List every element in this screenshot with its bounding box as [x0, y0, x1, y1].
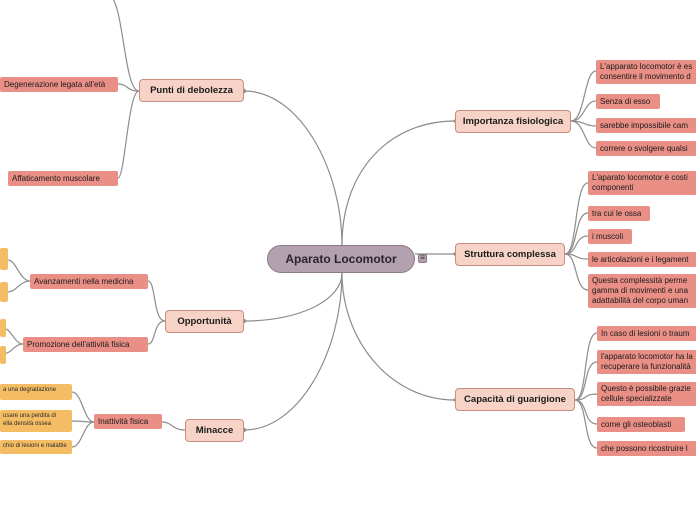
link-central-debolezza: [243, 90, 343, 246]
subtopic-importanza-1[interactable]: L'apparato locomotor è es consentire il …: [596, 60, 696, 84]
subtopic-text: componenti: [592, 183, 634, 192]
link-central-importanza: [341, 120, 456, 246]
subtopic-struttura-3[interactable]: i muscoli: [588, 229, 632, 244]
subtopic-debolezza-2[interactable]: Affaticamento muscolare: [8, 171, 118, 186]
subtopic-importanza-2[interactable]: Senza di esso: [596, 94, 660, 109]
subtopic-capacita-5[interactable]: che possono ricostruire l: [597, 441, 696, 456]
branch-capacita-di-guarigione[interactable]: Capacità di guarigione: [455, 388, 575, 411]
subtopic-capacita-1[interactable]: In caso di lesioni o traum: [597, 326, 696, 341]
menu-lines-icon[interactable]: ≡: [418, 254, 427, 263]
subtopic-importanza-3[interactable]: sarebbe impossibile cam: [596, 118, 696, 133]
leaf-text: ella densità ossea: [3, 420, 52, 427]
branch-opportunita[interactable]: Opportunità: [165, 310, 244, 333]
subtopic-text: Questo è possibile grazie: [601, 384, 691, 393]
subtopic-debolezza-1[interactable]: Degenerazione legata all'età: [0, 77, 118, 92]
subtopic-text: cellule specializzate: [601, 394, 672, 403]
subtopic-text: L'aparato locomotor è costi: [592, 173, 688, 182]
subtopic-capacita-4[interactable]: come gli osteoblasti: [597, 417, 685, 432]
leaf-minacce-1[interactable]: a una degradazione: [0, 384, 72, 400]
link-central-minacce: [243, 272, 343, 431]
subtopic-text: Questa complessità perme: [592, 276, 688, 285]
branch-importanza-fisiologica[interactable]: Importanza fisiologica: [455, 110, 571, 133]
subtopic-struttura-5[interactable]: Questa complessità perme gamma di movime…: [588, 274, 696, 308]
subtopic-text: recuperare la funzionalità: [601, 362, 691, 371]
branch-punti-di-debolezza[interactable]: Punti di debolezza: [139, 79, 244, 102]
branch-minacce[interactable]: Minacce: [185, 419, 244, 442]
subtopic-capacita-2[interactable]: l'apparato locomotor ha la recuperare la…: [597, 350, 696, 374]
leaf-minacce-3[interactable]: chio di lesioni e malattie: [0, 440, 72, 454]
leaf-minacce-2[interactable]: usare una perdita di ella densità ossea: [0, 410, 72, 432]
leaf-opportunita-3[interactable]: [0, 319, 6, 337]
central-topic[interactable]: Aparato Locomotor: [267, 245, 415, 273]
leaf-opportunita-1[interactable]: [0, 248, 8, 270]
subtopic-struttura-2[interactable]: tra cui le ossa: [588, 206, 650, 221]
leaf-text: usare una perdita di: [3, 413, 57, 419]
subtopic-importanza-4[interactable]: correre o svolgere qualsi: [596, 141, 696, 156]
subtopic-struttura-1[interactable]: L'aparato locomotor è costi componenti: [588, 171, 696, 195]
branch-struttura-complessa[interactable]: Struttura complessa: [455, 243, 565, 266]
subtopic-text: gamma di movimenti e una: [592, 286, 689, 295]
subtopic-text: adattabilità del corpo uman: [592, 296, 689, 305]
subtopic-capacita-3[interactable]: Questo è possibile grazie cellule specia…: [597, 382, 696, 406]
subtopic-text: L'apparato locomotor è es: [600, 62, 693, 71]
link-central-capacita: [341, 272, 456, 401]
subtopic-struttura-4[interactable]: le articolazioni e i legament: [588, 252, 696, 267]
subtopic-minacce-1[interactable]: Inattività fisica: [94, 414, 162, 429]
leaf-opportunita-4[interactable]: [0, 346, 6, 364]
subtopic-text: l'apparato locomotor ha la: [601, 352, 693, 361]
subtopic-opportunita-1[interactable]: Avanzamenti nella medicina: [30, 274, 148, 289]
subtopic-opportunita-2[interactable]: Promozione dell'attività fisica: [23, 337, 148, 352]
link-central-opportunita: [243, 272, 343, 322]
leaf-opportunita-2[interactable]: [0, 282, 8, 302]
subtopic-text: consentire il movimento d: [600, 72, 691, 81]
